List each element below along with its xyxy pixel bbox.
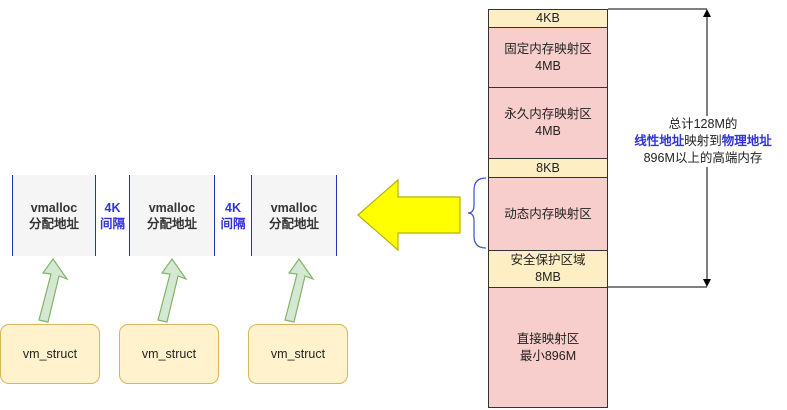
note-line-3: 896M以上的高端内存 <box>643 151 763 165</box>
up-arrow-icon <box>284 257 315 323</box>
memory-block-fixmap: 固定内存映射区 4MB <box>488 28 608 88</box>
physical-address-text: 物理地址 <box>721 134 772 148</box>
memory-block-label: 4KB <box>536 11 560 25</box>
memory-block-8kb: 8KB <box>488 158 608 178</box>
memory-block-label: 固定内存映射区 4MB <box>504 41 592 73</box>
mapping-note: 总计128M的 线性地址映射到物理地址 896M以上的高端内存 <box>618 116 787 167</box>
gap-4k: 4K 间隔 <box>214 175 252 256</box>
vm-struct-box: vm_struct <box>248 324 348 384</box>
maps-to-text: 映射到 <box>684 134 722 148</box>
memory-block-label: 永久内存映射区 4MB <box>504 107 592 138</box>
note-line-2: 线性地址映射到物理地址 <box>634 133 772 150</box>
vm-struct-box: vm_struct <box>119 324 219 384</box>
vmalloc-area: vmalloc 分配地址 <box>13 175 95 256</box>
up-arrow-icon <box>157 257 188 323</box>
memory-block-label: 安全保护区域 8MB <box>510 253 586 284</box>
up-arrow-icon <box>38 257 69 323</box>
memory-block-4kb: 4KB <box>488 9 608 28</box>
vm-struct-box: vm_struct <box>0 324 100 384</box>
arrow-head-up-icon <box>703 9 711 17</box>
memory-block-direct: 直接映射区 最小896M <box>488 288 608 408</box>
left-arrow-icon <box>357 178 461 252</box>
note-line-1: 总计128M的 <box>668 117 738 131</box>
vmalloc-area: vmalloc 分配地址 <box>130 175 214 256</box>
memory-block-label: 直接映射区 最小896M <box>516 331 580 363</box>
vmalloc-area: vmalloc 分配地址 <box>252 175 336 256</box>
memory-block-guard: 安全保护区域 8MB <box>488 250 608 288</box>
memory-block-vmalloc: 动态内存映射区 <box>488 178 608 250</box>
memory-block-label: 8KB <box>536 160 560 175</box>
gap-4k: 4K 间隔 <box>95 175 130 256</box>
arrow-head-down-icon <box>703 279 711 287</box>
memory-block-label: 动态内存映射区 <box>504 206 592 221</box>
linear-address-text: 线性地址 <box>634 134 685 148</box>
memory-block-pkmap: 永久内存映射区 4MB <box>488 88 608 158</box>
brace-icon <box>467 177 487 249</box>
